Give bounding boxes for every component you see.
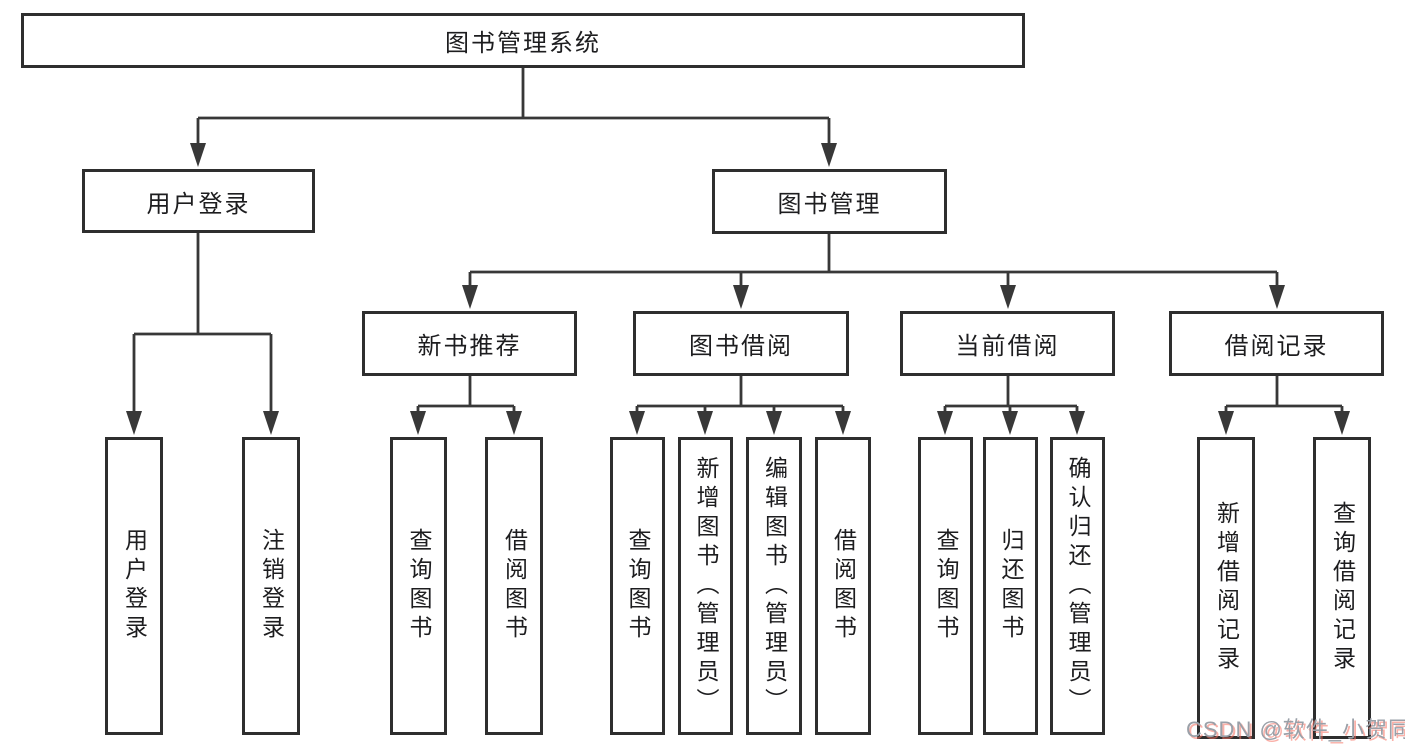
node-label: 用户登录 [146, 190, 251, 218]
node-current-borrow: 当前借阅 [900, 311, 1115, 376]
leaf-query-borrow-record: 查询借阅记录 [1313, 437, 1371, 739]
node-book-management: 图书管理 [712, 169, 947, 234]
leaf-return-book: 归还图书 [983, 437, 1038, 735]
leaf-label: 借阅图书 [501, 528, 528, 644]
leaf-label: 确认归还（管理员） [1065, 455, 1091, 717]
csdn-watermark: CSDN @软件_小贺同学 [1186, 717, 1405, 742]
leaf-label: 新增图书（管理员） [693, 455, 719, 717]
leaf-user-login: 用户登录 [105, 437, 163, 735]
leaf-confirm-return-admin: 确认归还（管理员） [1050, 437, 1105, 735]
leaf-label: 借阅图书 [830, 528, 857, 644]
leaf-logout: 注销登录 [242, 437, 300, 735]
node-borrow-record: 借阅记录 [1169, 311, 1384, 376]
leaf-label: 新增借阅记录 [1213, 501, 1240, 675]
node-label: 图书管理系统 [445, 30, 601, 57]
node-book-borrow: 图书借阅 [633, 311, 849, 376]
node-root-system: 图书管理系统 [21, 13, 1025, 68]
node-label: 新书推荐 [417, 333, 522, 360]
leaf-edit-book-admin: 编辑图书（管理员） [746, 437, 802, 735]
node-label: 图书借阅 [689, 333, 793, 360]
leaf-label: 查询图书 [933, 528, 959, 644]
leaf-label: 查询图书 [406, 528, 432, 644]
node-user-login: 用户登录 [82, 169, 315, 233]
leaf-borrow-book: 借阅图书 [815, 437, 871, 735]
leaf-label: 归还图书 [998, 528, 1024, 644]
node-label: 借阅记录 [1224, 333, 1329, 360]
leaf-label: 用户登录 [121, 528, 148, 644]
leaf-add-book-admin: 新增图书（管理员） [678, 437, 733, 735]
node-label: 当前借阅 [955, 333, 1060, 360]
leaf-query-current: 查询图书 [918, 437, 973, 735]
leaf-borrow-book-recommend: 借阅图书 [485, 437, 543, 735]
node-label: 图书管理 [777, 191, 882, 218]
leaf-label: 编辑图书（管理员） [761, 455, 788, 717]
leaf-add-borrow-record: 新增借阅记录 [1197, 437, 1255, 739]
leaf-label: 查询图书 [625, 528, 651, 644]
node-new-book-recommend: 新书推荐 [362, 311, 577, 376]
leaf-query-book: 查询图书 [610, 437, 665, 735]
leaf-query-book-recommend: 查询图书 [390, 437, 447, 735]
leaf-label: 查询借阅记录 [1329, 501, 1356, 675]
leaf-label: 注销登录 [258, 528, 285, 644]
